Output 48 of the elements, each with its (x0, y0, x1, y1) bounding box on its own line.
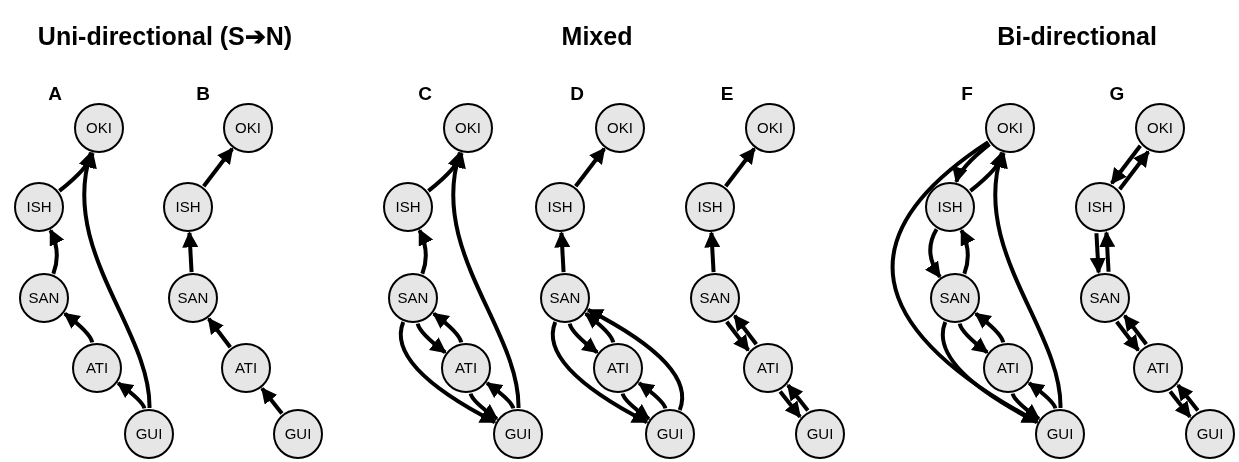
arrow (415, 322, 447, 354)
panel-heading: Uni-directional (S➔N) (36, 21, 294, 52)
panel-letter: G (1108, 82, 1126, 106)
panel-heading: Mixed (560, 21, 634, 52)
arrow (116, 381, 147, 410)
arrow (574, 147, 606, 188)
arrow (260, 387, 284, 415)
arrow (427, 151, 465, 193)
arrow (1110, 144, 1142, 185)
arrow (620, 392, 651, 421)
panel-letter: E (719, 82, 735, 106)
arrow (925, 228, 942, 279)
arrow (786, 384, 810, 412)
panel-letter: C (417, 82, 433, 106)
arrow (990, 151, 1063, 409)
arrow (58, 151, 96, 193)
panel-heading: Bi-directional (996, 21, 1158, 52)
arrow (637, 381, 668, 410)
arrow (969, 151, 1007, 193)
arrow (1176, 384, 1200, 412)
arrow (1027, 381, 1058, 410)
arrow (485, 381, 516, 410)
arrow (448, 151, 521, 409)
arrow (1010, 392, 1041, 421)
arrow (432, 312, 464, 344)
arrow (704, 231, 721, 273)
arrow (586, 308, 685, 411)
arrow (63, 312, 95, 344)
arrow (957, 322, 989, 354)
panel-letter: B (195, 82, 211, 106)
arrow (733, 314, 758, 346)
arrow (1123, 314, 1148, 346)
panel-letter: A (47, 82, 63, 106)
arrow (567, 322, 599, 354)
arrow (554, 231, 571, 273)
panel-letter: F (960, 82, 974, 106)
arrow (79, 151, 152, 409)
arrow (207, 317, 232, 349)
arrow (584, 312, 616, 344)
arrow (182, 231, 199, 273)
arrow (1089, 233, 1106, 274)
arrow (953, 142, 991, 184)
arrow (1099, 231, 1116, 272)
arrow (974, 312, 1006, 344)
arrow (468, 392, 499, 421)
arrow (202, 147, 234, 188)
arrow (724, 147, 756, 188)
panel-letter: D (569, 82, 585, 106)
